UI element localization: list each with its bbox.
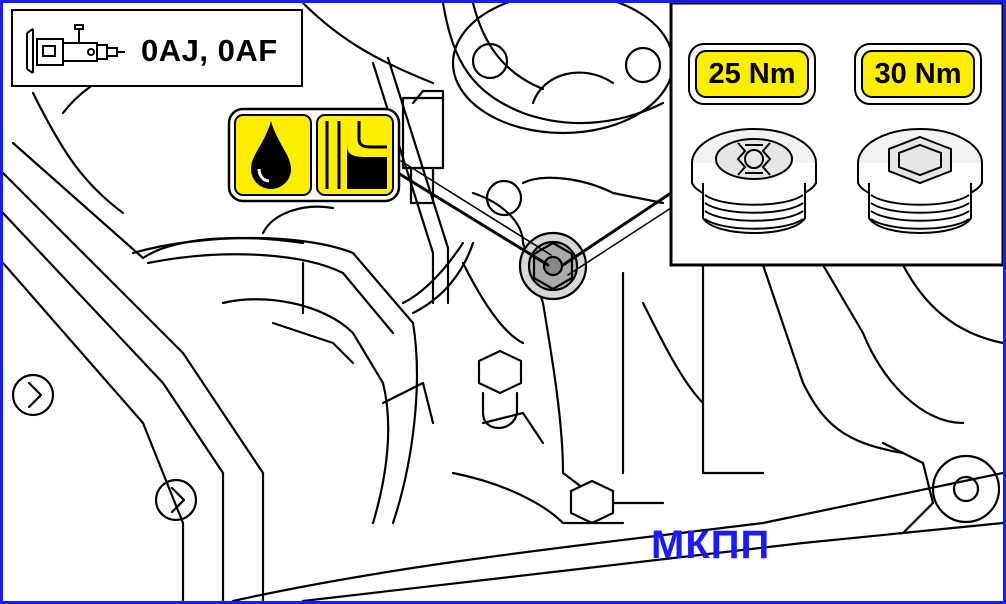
leader-line-icon (396, 171, 550, 267)
gearbox-line-drawing (3, 3, 1003, 601)
shift-housing (131, 236, 419, 525)
cap-bolt-right (624, 46, 662, 84)
bolt-lower (477, 349, 523, 395)
boss-bolt (485, 179, 523, 217)
mount-hole (931, 454, 1001, 524)
leader-line-inset (561, 191, 673, 267)
bracket-bolt-1 (11, 373, 55, 417)
bearing-cap (451, 3, 675, 135)
left-bracket (3, 171, 265, 601)
plug-spline-icon (691, 128, 817, 234)
gearbox-icon (26, 24, 125, 74)
transmission-caption: МКПП (651, 523, 771, 567)
plug-hex-icon (857, 128, 983, 234)
oil-fill-icon (227, 107, 401, 203)
cap-bolt-left (471, 42, 509, 80)
bolt-bottom (569, 479, 615, 525)
torque-label-spline: 25 Nm (688, 43, 816, 105)
bracket-bolt-2 (154, 478, 198, 522)
torque-value-hex: 30 Nm (861, 50, 975, 98)
vehicle-codes: 0AJ, 0AF (141, 33, 278, 68)
torque-label-hex: 30 Nm (854, 43, 982, 105)
housing-outline (301, 3, 435, 85)
gearbox-case (471, 191, 665, 505)
sensor-connector (401, 96, 445, 170)
vehicle-code-box: 0AJ, 0AF (11, 9, 303, 87)
torque-value-spline: 25 Nm (695, 50, 809, 98)
right-housing (701, 263, 765, 475)
